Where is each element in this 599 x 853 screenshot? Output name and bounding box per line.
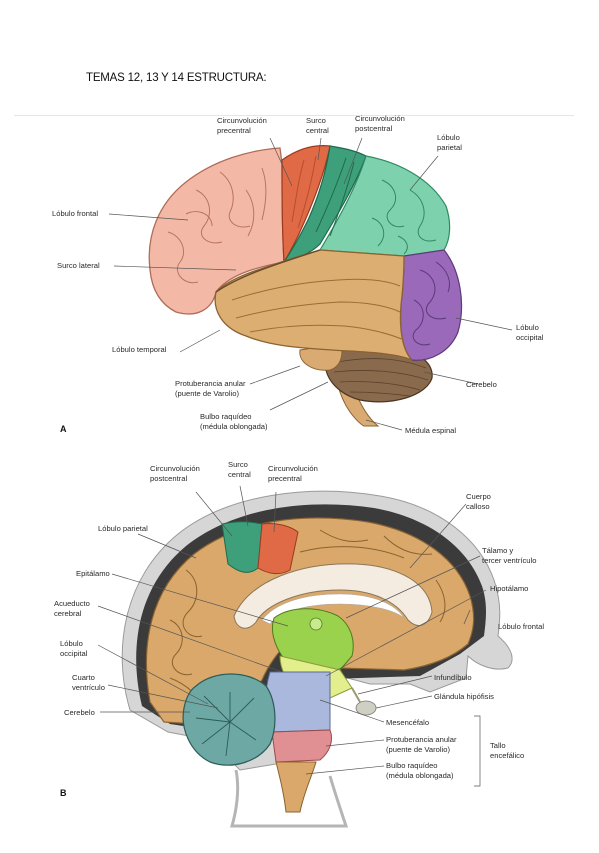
precentral-patch-b (257, 523, 299, 575)
occipital-gyri (412, 261, 450, 346)
label-b-epithalamus: Epitálamo (76, 569, 110, 578)
label-a-frontal: Lóbulo frontal (52, 209, 98, 218)
cerebellum-arbor (195, 692, 257, 757)
label-b-medulla: Bulbo raquídeo(médula oblongada) (386, 761, 454, 780)
page-title: TEMAS 12, 13 Y 14 ESTRUCTURA: (86, 72, 267, 84)
cerebellum-folia (333, 358, 429, 397)
divider (14, 115, 574, 116)
postcentral-gyri (315, 157, 355, 237)
parietal-gyri (371, 179, 437, 255)
medulla-shape-b (275, 761, 317, 813)
label-a-lateral-sulcus: Surco lateral (57, 261, 100, 270)
label-b-pituitary: Glándula hipófisis (434, 692, 494, 701)
temporal-gyri (231, 278, 405, 341)
panel-label-a: A (60, 424, 67, 434)
label-b-parietal: Lóbulo parietal (98, 524, 148, 533)
lateral-sulcus-line (215, 249, 321, 293)
label-a-spinal-cord: Médula espinal (405, 426, 456, 435)
skull-base-shape (230, 769, 349, 828)
thalamus-shape (271, 608, 354, 673)
label-b-cerebellum: Cerebelo (64, 708, 95, 717)
label-b-mesencephalon: Mesencéfalo (386, 718, 429, 727)
label-a-temporal: Lóbulo temporal (112, 345, 167, 354)
panel-label-b: B (60, 788, 67, 798)
label-b-hypothalamus: Hipotálamo (490, 584, 528, 593)
occipital-lobe-shape (399, 249, 463, 361)
infundibulum-shape (351, 687, 361, 703)
label-b-pons: Protuberancia anular(puente de Varolio) (386, 735, 457, 754)
pituitary-shape (355, 700, 377, 716)
figure-b-leaders (97, 485, 487, 787)
precentral-gyri (291, 155, 317, 229)
figure-a-leaders (108, 137, 513, 431)
frontal-gyri (167, 167, 267, 284)
cerebellum-shape-b (182, 673, 276, 766)
label-b-infundibulum: Infundíbulo (434, 673, 472, 682)
label-a-cerebellum: Cerebelo (466, 380, 497, 389)
label-a-pons: Protuberancia anular(puente de Varolio) (175, 379, 246, 398)
ventricle-shape (261, 593, 405, 625)
pons-shape-b (271, 729, 333, 763)
corpus-callosum-shape (233, 563, 433, 629)
label-a-medulla: Bulbo raquídeo(médula oblongada) (200, 412, 268, 431)
label-b-frontal: Lóbulo frontal (498, 622, 544, 631)
temporal-lobe-shape (214, 249, 413, 361)
